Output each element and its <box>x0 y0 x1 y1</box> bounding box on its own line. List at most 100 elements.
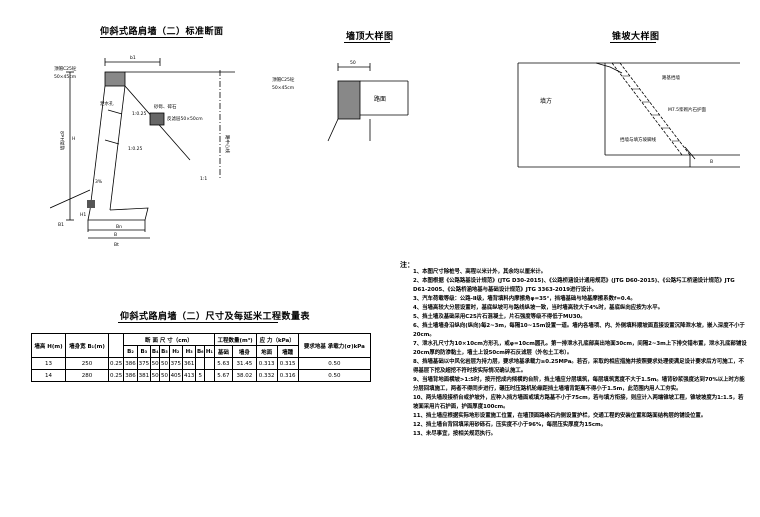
drawing3-title: 锥坡大样图 <box>612 32 660 42</box>
note-item: 11、挡土墙应根据实际地形设置施工位置，在墙顶面路缘石内侧设置护栏，交通工程的安… <box>413 413 707 419</box>
table-cell: 0.25 <box>107 357 125 370</box>
table-cell: 405 <box>168 369 184 382</box>
subheader: H₃ <box>181 345 197 358</box>
table-cell: 386 <box>123 357 138 370</box>
table-cell: 375 <box>136 357 152 370</box>
table-cell: 38.02 <box>232 369 257 382</box>
table-cell: 280 <box>65 369 109 382</box>
table-title-underline <box>118 322 278 323</box>
gravel2-label: 反滤层50×50cm <box>167 115 203 122</box>
cone-slope-drawing: 路基挡墙 填方 M7.5浆砌片石护面 挡墙与填方坡脚线 B <box>517 62 740 168</box>
col-header-top-width: 墙身宽 B₁(m) <box>65 333 109 358</box>
table-cell: 250 <box>65 357 109 370</box>
cap-label: 顶帽C25砼 <box>272 76 295 83</box>
table-cell: 50 <box>159 357 170 370</box>
table-cell: 31.45 <box>232 357 257 370</box>
table-cell: 0.25 <box>107 369 125 382</box>
table-cell: 50 <box>159 369 170 382</box>
bottom-line-label: 挡墙与填方坡脚线 <box>620 136 656 143</box>
note-item: 13、未尽事宜，按相关规范执行。 <box>413 431 496 437</box>
table-cell: 0.316 <box>276 369 299 382</box>
note-item: 7、泄水孔尺寸为10×10cm方形孔，或φ=10cm圆孔。第一排泄水孔底部高出地… <box>413 341 747 356</box>
cap-size-label: 50×45cm <box>54 74 76 80</box>
cap-size-label: 50×45cm <box>272 85 294 91</box>
table-cell: 14 <box>30 369 67 382</box>
table-cell: 50 <box>150 357 161 370</box>
drawing2-title: 墙顶大样图 <box>346 32 394 42</box>
bt-label: Bt <box>114 242 119 248</box>
slope-protection-label: M7.5浆砌片石护面 <box>668 106 707 113</box>
note-item: 3、汽车荷载等级：公路-Ⅱ级，墙背填料内摩擦角φ=35°，挡墙基础与地基摩擦系数… <box>413 296 636 302</box>
gravel-label: 砂砾、碎石 <box>154 103 177 110</box>
drawing3-title-underline <box>610 42 656 43</box>
drawing1-title-underline <box>100 37 203 38</box>
note-item: 9、当墙背地面横坡>1:5时，按开挖成内倾横的台阶，挡土墙应分层填筑，每层填筑宽… <box>413 377 745 392</box>
table-cell: 413 <box>181 369 197 382</box>
b1-bottom-label: B1 <box>58 222 64 228</box>
fill-label: 填方 <box>540 97 552 105</box>
notes-label: 注： <box>400 261 414 269</box>
col-header-bearing: 要求地基 承载力(σ)kPa <box>297 333 372 358</box>
note-item: 5、挡土墙及基础采用C25片石混凝土，片石强度等级不得低于MU30。 <box>413 314 586 320</box>
note-item: 1、本图尺寸除桩号、高程以米计外，其余均以厘米计。 <box>413 269 547 275</box>
table-cell: 50 <box>150 369 161 382</box>
col-header-blank <box>107 333 125 358</box>
b-label: B <box>114 232 117 238</box>
subheader: 墙踵 <box>276 345 299 358</box>
road-wall-label: 路基挡墙 <box>662 74 680 81</box>
table-row: 13 250 0.25 386 375 50 50 375 361 5.63 3… <box>30 357 372 370</box>
width-b-label: B <box>710 159 713 165</box>
table-cell <box>195 357 206 370</box>
subheader: 墙身 <box>232 345 257 358</box>
table-cell: 5.63 <box>213 357 234 370</box>
drain-label: 泄水孔 <box>100 100 114 107</box>
bn-label: Bn <box>116 224 122 230</box>
quantity-table: 墙高 H(m) 墙身宽 B₁(m) 断 面 尺 寸（cm） 工程数量(m³) 应… <box>30 333 372 382</box>
col-header-volume: 工程数量(m³) <box>213 333 257 346</box>
subheader: B₆ <box>195 345 206 358</box>
height-note-label: 墙高H≤8 <box>59 131 66 150</box>
slope2-label: 1:0.25 <box>128 146 143 152</box>
note-item: 8、挡墙基础以中风化岩层为持力层，要求地基承载力≥0.25MPa。若否，采取的相… <box>413 359 744 374</box>
table-title: 仰斜式路肩墙（二）尺寸及每延米工程数量表 <box>120 312 311 322</box>
subheader: 地面 <box>255 345 278 358</box>
subheader: B₃ <box>136 345 152 358</box>
slope1-label: 1:0.25 <box>132 111 147 117</box>
road-label: 路面 <box>374 95 386 103</box>
subheader: B₄ <box>150 345 161 358</box>
table-cell: 5 <box>195 369 206 382</box>
subheader: 基础 <box>213 345 234 358</box>
h1-label: H1 <box>80 212 86 218</box>
notes-list: 1、本图尺寸除桩号、高程以米计外，其余均以厘米计。 2、本图根据《公路路基设计规… <box>413 268 748 439</box>
table-cell: 381 <box>136 369 152 382</box>
small1-label: 1:1 <box>200 176 207 182</box>
cap-label: 顶帽C25砼 <box>54 65 77 72</box>
table-cell <box>204 357 215 370</box>
col-header-stress: 应 力（kPa） <box>255 333 299 346</box>
small2-label: 3% <box>95 179 103 185</box>
note-item: 10、两头墙段接桥台或护坡外，应种入挡方墙面或填方路基不小于75cm，若与填方衔… <box>413 395 744 410</box>
section-drawing: 顶帽C25砼 50×45cm b1 泄水孔 砂砾、碎石 反滤层50×50cm 1… <box>50 55 235 248</box>
table-cell: 386 <box>123 369 138 382</box>
col-header-dims: 断 面 尺 寸（cm） <box>123 333 215 346</box>
table-cell: 13 <box>30 357 67 370</box>
table-row: 14 280 0.25 386 381 50 50 405 413 5 5.67… <box>30 369 372 382</box>
subheader: H₁ <box>204 345 215 358</box>
table-cell: 0.315 <box>276 357 299 370</box>
drawing1-title: 仰斜式路肩墙（二）标准断面 <box>100 27 224 37</box>
table-cell: 361 <box>181 357 197 370</box>
subheader: B₂ <box>123 345 138 358</box>
drawing2-title-underline <box>344 42 390 43</box>
note-item: 12、挡土墙台背回填采用砂砾石，压实度不小于96%，每层压实厚度为15cm。 <box>413 422 607 428</box>
table-cell: 5.67 <box>213 369 234 382</box>
note-item: 2、本图根据《公路路基设计规范》(JTG D30-2015)、《公路桥涵设计通用… <box>413 278 735 293</box>
wall-top-drawing: 顶帽C25砼 50×45cm 路面 50 <box>272 60 409 142</box>
width-label: 50 <box>350 60 356 66</box>
subheader: B₅ <box>159 345 170 358</box>
b1-label: b1 <box>130 55 136 61</box>
center-line-label: 路中心线 <box>224 135 231 153</box>
table-cell: 0.313 <box>255 357 278 370</box>
subheader: H₂ <box>168 345 184 358</box>
height-label: H <box>72 136 75 142</box>
table-cell <box>204 369 215 382</box>
